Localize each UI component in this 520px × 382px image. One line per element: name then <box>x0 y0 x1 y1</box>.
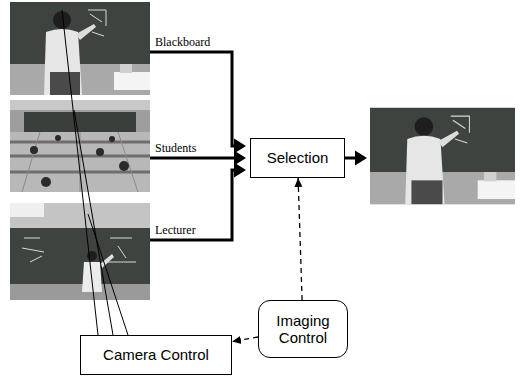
camera-wires <box>62 10 128 335</box>
feed-label: Blackboard <box>153 35 212 49</box>
process-box: Camera Control <box>80 335 232 375</box>
blackboard-photo <box>10 2 150 95</box>
output-photo <box>370 108 515 204</box>
control-box: Imaging Control <box>258 300 348 358</box>
node-text: Selection <box>267 149 329 166</box>
lecturer-photo <box>10 203 150 300</box>
control-arrow <box>232 337 258 342</box>
control-arrow <box>298 178 302 300</box>
video-feed-arrows <box>150 52 364 240</box>
process-box: Selection <box>250 138 345 178</box>
feed-label: Students <box>153 141 198 155</box>
node-text: Camera Control <box>103 346 209 363</box>
node-text: Imaging Control <box>265 312 341 347</box>
output-arrow <box>345 157 364 160</box>
feed-label: Lecturer <box>153 223 198 237</box>
